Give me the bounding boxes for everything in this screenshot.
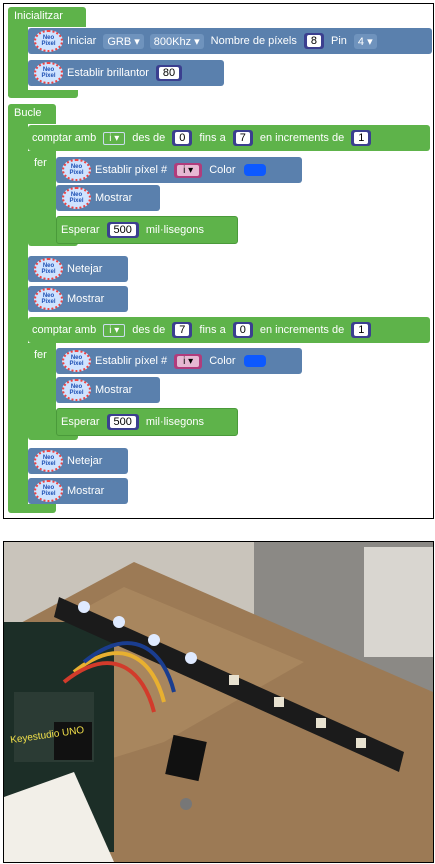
for-loop-spine: fer (28, 343, 56, 431)
loop-variable-dropdown[interactable]: i ▾ (103, 323, 126, 337)
order-dropdown[interactable]: GRB ▾ (103, 33, 144, 49)
wait-block[interactable]: Esperar 500 mil·lisegons (56, 216, 238, 244)
step-input[interactable]: 1 (351, 322, 372, 338)
to-input[interactable]: 0 (232, 322, 253, 338)
loop-hat[interactable]: Bucle (8, 104, 56, 124)
brightness-input[interactable]: 80 (155, 65, 183, 81)
setup-title: Inicialitzar (14, 10, 63, 22)
setup-spine (8, 24, 28, 96)
setup-hat[interactable]: Inicialitzar (8, 7, 86, 27)
wait-input[interactable]: 500 (106, 222, 139, 238)
loop-variable-dropdown[interactable]: i ▾ (103, 131, 126, 145)
wait-block[interactable]: Esperar 500 mil·lisegons (56, 408, 238, 436)
hardware-photo-drawing (4, 542, 433, 862)
for-loop-block[interactable]: comptar amb i ▾ des de 0 fins a 7 en inc… (28, 125, 430, 151)
to-input[interactable]: 7 (232, 130, 253, 146)
pixels-label: Nombre de píxels (210, 35, 297, 47)
for-loop-block[interactable]: comptar amb i ▾ des de 7 fins a 0 en inc… (28, 317, 430, 343)
pixel-index-variable[interactable]: i ▾ (174, 353, 203, 369)
pixel-count-input[interactable]: 8 (303, 33, 324, 49)
for-loop-foot (28, 431, 78, 440)
hardware-photo: Keyestudio UNO (3, 541, 434, 863)
loop-title: Bucle (14, 107, 42, 119)
from-input[interactable]: 7 (172, 322, 193, 338)
loop-spine (8, 121, 28, 507)
step-input[interactable]: 1 (351, 130, 372, 146)
setup-foot (8, 90, 78, 98)
pin-dropdown[interactable]: 4 ▾ (353, 33, 377, 49)
init-label: Iniciar (67, 35, 97, 47)
color-swatch[interactable] (243, 164, 266, 176)
brightness-label: Establir brillantor (67, 67, 149, 79)
pin-label: Pin (331, 35, 347, 47)
for-loop-foot (28, 237, 78, 246)
pixel-index-variable[interactable]: i ▾ (174, 162, 203, 178)
frequency-dropdown[interactable]: 800Khz ▾ (149, 33, 204, 49)
loop-foot (8, 504, 56, 513)
from-input[interactable]: 0 (172, 130, 193, 146)
wait-input[interactable]: 500 (106, 414, 139, 430)
for-loop-spine: fer (28, 151, 56, 237)
color-swatch[interactable] (243, 355, 266, 367)
